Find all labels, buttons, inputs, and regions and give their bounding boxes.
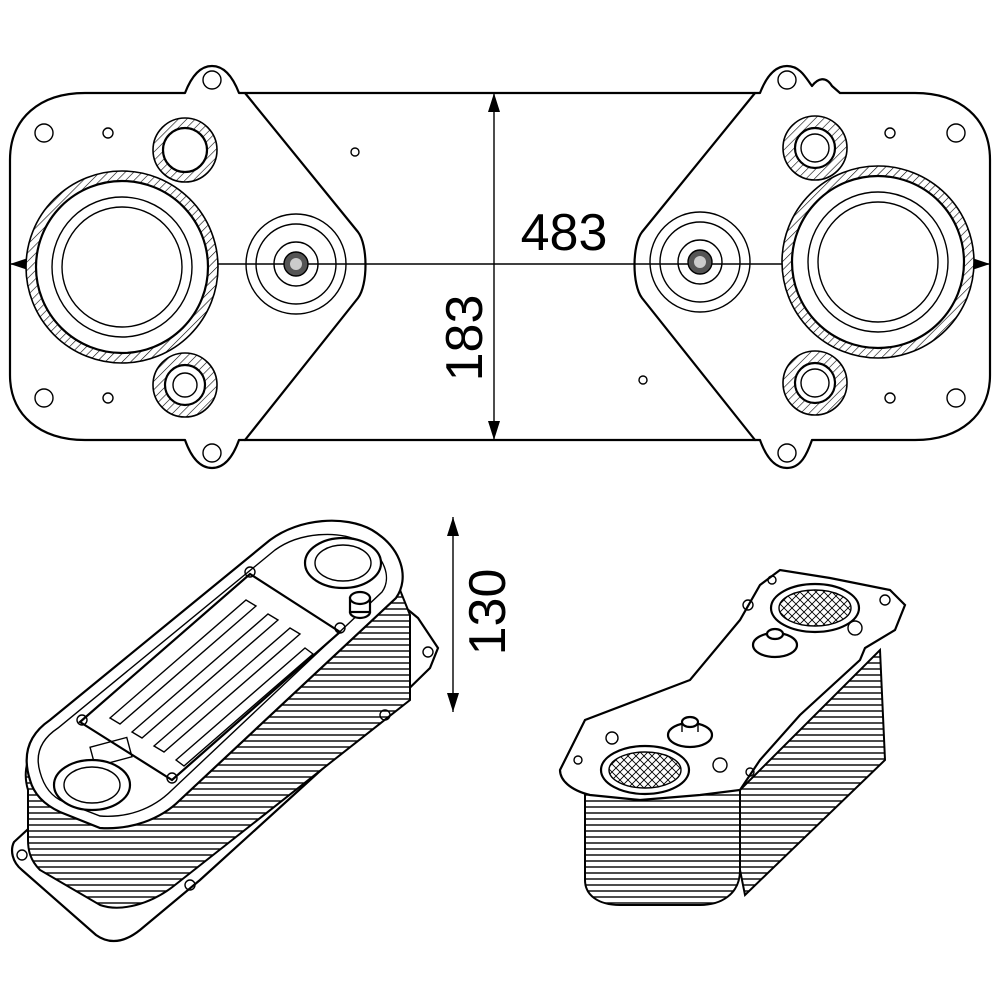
iso-right-hole-7 — [573, 755, 583, 765]
iso-left-screw-2 — [334, 622, 346, 634]
iso-left-flange-hole-4 — [422, 646, 434, 658]
length-arrow-left — [10, 258, 28, 270]
right-top-ear-hole — [777, 70, 797, 90]
left-bottom-bolt-hole — [34, 388, 54, 408]
height-dimension: 130 — [447, 517, 517, 712]
right-top-bolt-hole — [946, 123, 966, 143]
iso-left-flange-hole-3 — [379, 709, 391, 721]
iso-right-hole-2 — [712, 757, 728, 773]
left-top-ear-hole — [202, 70, 222, 90]
left-lower-small-port — [152, 352, 218, 418]
right-bottom-bolt-hole — [946, 388, 966, 408]
isometric-view-right — [558, 568, 907, 906]
right-top-pin-hole — [884, 127, 896, 139]
iso-left-flange-hole-1 — [16, 849, 28, 861]
left-top-bolt-hole — [34, 123, 54, 143]
width-dimension-label: 183 — [436, 295, 494, 382]
iso-right-boss-2 — [751, 627, 799, 659]
top-view: 483 183 — [8, 64, 992, 470]
width-arrow-top — [488, 93, 500, 112]
height-dimension-label: 130 — [459, 569, 517, 656]
iso-left-screw-3 — [76, 714, 88, 726]
length-dimension-label: 483 — [521, 204, 608, 262]
iso-right-hole-1 — [605, 731, 619, 745]
iso-left-flange-hole-2 — [184, 879, 196, 891]
right-small-hole — [638, 375, 648, 385]
iso-left-label-plate — [89, 736, 133, 768]
right-main-port — [781, 165, 975, 359]
right-bottom-pin-hole — [884, 392, 896, 404]
iso-left-port-rear — [303, 536, 383, 590]
iso-right-boss-1 — [666, 715, 714, 749]
iso-right-port-front — [599, 744, 691, 796]
length-arrow-right — [972, 258, 990, 270]
iso-left-panel-ribs — [108, 599, 315, 767]
iso-right-hole-3 — [742, 599, 754, 611]
right-upper-small-port — [782, 115, 848, 181]
iso-left-plug — [348, 590, 372, 620]
left-upper-small-port — [152, 117, 218, 183]
iso-right-hole-8 — [745, 767, 755, 777]
right-center-boss — [649, 211, 751, 313]
iso-right-hole-6 — [767, 575, 777, 585]
iso-left-screw-4 — [166, 772, 178, 784]
iso-right-fin-stack — [584, 789, 741, 906]
left-main-port — [25, 170, 219, 364]
left-top-pin-hole — [102, 127, 114, 139]
right-lower-small-port — [782, 350, 848, 416]
right-bottom-ear-hole — [777, 443, 797, 463]
left-center-boss — [245, 213, 347, 315]
iso-left-center-panel — [78, 572, 342, 782]
top-view-left-body-edge — [243, 91, 367, 442]
top-view-right-body-edge — [633, 91, 757, 442]
top-view-plate-outline — [8, 64, 992, 470]
iso-right-hole-5 — [879, 594, 891, 606]
iso-left-screw-1 — [244, 566, 256, 578]
isometric-view-left — [11, 519, 440, 943]
iso-right-hole-4 — [847, 620, 863, 636]
iso-right-fin-side — [739, 647, 887, 897]
left-small-hole — [350, 147, 360, 157]
width-arrow-bottom — [488, 421, 500, 440]
iso-left-port-front — [52, 758, 132, 812]
iso-right-port-rear — [769, 582, 861, 634]
left-bottom-pin-hole — [102, 392, 114, 404]
left-bottom-ear-hole — [202, 443, 222, 463]
